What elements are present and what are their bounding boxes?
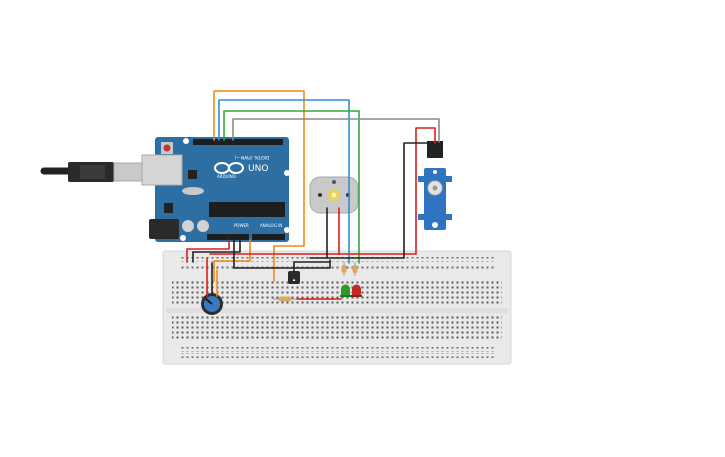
resistor-led-2 bbox=[352, 262, 358, 276]
center-channel bbox=[166, 308, 508, 313]
analog-header bbox=[252, 234, 285, 240]
mount-hole-2 bbox=[284, 170, 290, 176]
voltage-regulator bbox=[188, 170, 197, 179]
wire-orange-top bbox=[213, 90, 305, 282]
wire-red-board bbox=[186, 239, 230, 263]
wire-black-servo bbox=[309, 142, 428, 259]
dc-motor bbox=[309, 176, 359, 214]
led-red bbox=[351, 284, 362, 297]
wire-blue bbox=[218, 99, 350, 264]
reset-button-cap[interactable] bbox=[163, 144, 171, 152]
resistor-led-1 bbox=[341, 262, 347, 276]
wire-red-servo bbox=[209, 127, 436, 255]
wire-transistor-motor bbox=[293, 261, 331, 272]
top-power-rail-2 bbox=[180, 264, 495, 269]
analog-label: ANALOG IN bbox=[260, 223, 282, 228]
atmega-chip bbox=[209, 202, 285, 217]
usb-plug-ridge bbox=[80, 165, 105, 179]
arduino-infinity-logo bbox=[214, 162, 244, 174]
crystal-oscillator bbox=[182, 187, 204, 195]
power-label: POWER bbox=[234, 223, 249, 228]
wire-orange-pot bbox=[213, 239, 251, 282]
bottom-power-rail-1 bbox=[180, 347, 495, 352]
wires bbox=[186, 90, 440, 300]
bottom-power-rail-2 bbox=[180, 353, 495, 358]
digital-header bbox=[193, 139, 283, 145]
svg-text:▴: ▴ bbox=[293, 277, 296, 283]
mount-hole-4 bbox=[284, 227, 290, 233]
servo-mount-tabs bbox=[418, 176, 452, 182]
capacitor-2 bbox=[197, 220, 209, 232]
digital-header-label: DIGITAL (PWM ~) bbox=[234, 155, 269, 160]
wire-green bbox=[223, 110, 360, 264]
terminal-strip-lower bbox=[172, 316, 502, 341]
wire-black-gnd bbox=[192, 239, 241, 263]
breadboard bbox=[162, 250, 512, 365]
dc-motor-terminal-1 bbox=[318, 193, 322, 197]
usb-b-jack bbox=[141, 154, 183, 186]
capacitor-1 bbox=[182, 220, 194, 232]
mount-hole-1 bbox=[183, 138, 189, 144]
dc-power-jack bbox=[149, 219, 179, 239]
led-green bbox=[340, 284, 351, 297]
wire-gray bbox=[232, 118, 440, 143]
servo-motor bbox=[418, 141, 452, 230]
arduino-uno-board: DIGITAL (PWM ~) UNO ARDUINO POWER ANALOG… bbox=[141, 137, 290, 242]
transistor-body bbox=[288, 271, 300, 284]
usb-connector-metal bbox=[113, 162, 143, 182]
transistor: ▴ bbox=[288, 271, 300, 284]
terminal-strip-upper bbox=[172, 279, 502, 304]
resistor-base bbox=[273, 296, 297, 302]
arduino-sub-label: ARDUINO bbox=[217, 174, 236, 179]
servo-connector bbox=[427, 141, 443, 158]
potentiometer bbox=[201, 293, 223, 315]
usb-cable bbox=[40, 162, 143, 182]
top-power-rail-1 bbox=[180, 257, 495, 262]
mount-hole-3 bbox=[180, 235, 186, 241]
power-header bbox=[207, 234, 249, 240]
wire-black-board bbox=[233, 239, 331, 269]
small-ic bbox=[164, 203, 173, 213]
arduino-brand-label: UNO bbox=[248, 164, 268, 174]
